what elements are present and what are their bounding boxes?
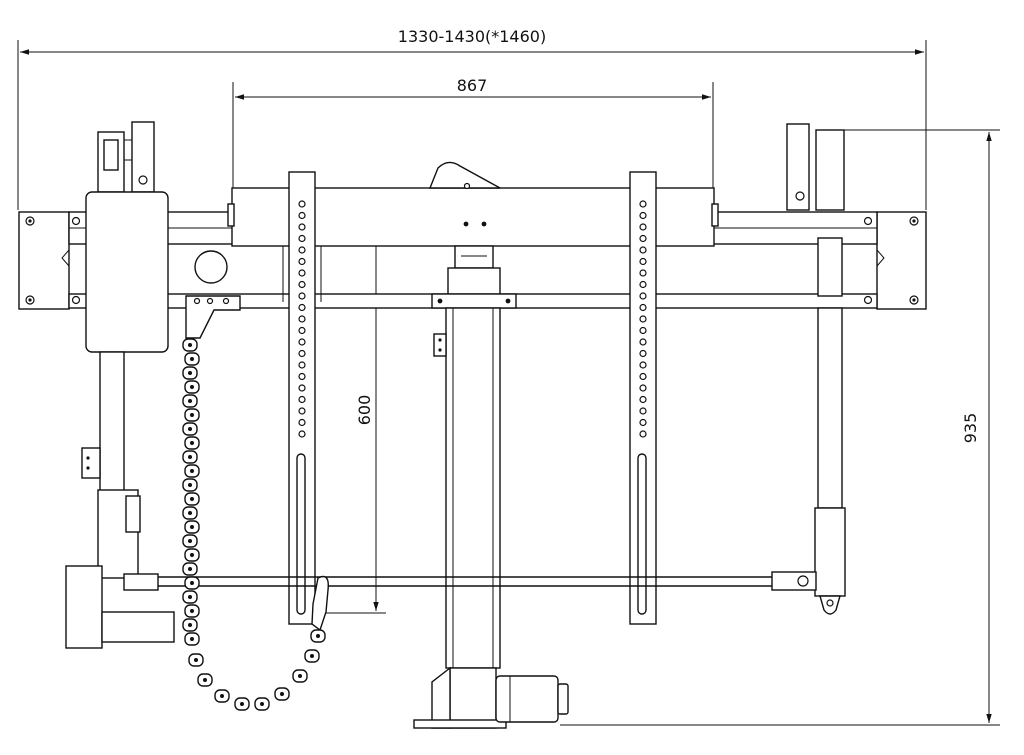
rail-hole [639, 372, 647, 381]
rail-hole [298, 430, 306, 438]
rail-hole [639, 303, 647, 312]
rail-hole [298, 211, 306, 220]
rail-hole [639, 384, 647, 392]
overall-height-label: 935 [961, 413, 980, 444]
overall-width-label: 1330-1430(*1460) [398, 27, 546, 46]
rail-hole [639, 257, 647, 266]
rail-hole [298, 326, 306, 335]
rail-hole [639, 292, 647, 300]
left-actuator-assembly [65, 121, 241, 649]
rail-hole [639, 211, 647, 220]
rail-hole [298, 361, 306, 369]
rail-hole [298, 234, 306, 243]
rail-hole [298, 384, 306, 392]
frame-assembly [18, 161, 927, 310]
rail-hole [298, 257, 306, 266]
rail-hole [298, 246, 306, 254]
rail-hole [298, 315, 306, 323]
rail-hole [298, 292, 306, 300]
rail-hook [311, 575, 329, 632]
rail-hole [298, 200, 306, 208]
dimension-overall-width: 1330-1430(*1460) [17, 27, 927, 210]
rail-hole [298, 418, 306, 427]
base-housing [431, 666, 451, 729]
right-end-plate [876, 211, 927, 310]
left-slide-rail [282, 171, 322, 625]
rail-hole [298, 223, 306, 231]
drive-motor [495, 675, 559, 723]
rail-hole [639, 407, 647, 415]
rail-hole [639, 349, 647, 358]
right-actuator-assembly [771, 123, 846, 615]
dimension-overall-height: 935 [560, 129, 1000, 726]
lift-column [445, 307, 501, 669]
cable-drag-chain [182, 338, 326, 711]
inner-width-label: 867 [457, 76, 488, 95]
rail-hole [639, 269, 647, 277]
rail-hole [298, 407, 306, 415]
rail-hole [639, 430, 647, 438]
control-box [85, 191, 169, 353]
rail-hole [639, 315, 647, 323]
beam-top-fitting [428, 161, 501, 189]
central-column [413, 245, 569, 729]
rail-hole [639, 234, 647, 243]
right-slide-rail [629, 171, 657, 625]
left-end-plate [18, 211, 70, 310]
rail-hole [639, 326, 647, 335]
dimension-inner-width: 867 [232, 76, 714, 188]
rail-hole [639, 223, 647, 231]
rail-hole [639, 418, 647, 427]
vertical-travel-label: 600 [355, 395, 374, 426]
rail-hole [298, 280, 306, 289]
rail-hole [639, 361, 647, 369]
column-base [449, 667, 497, 729]
rail-hole [298, 303, 306, 312]
rail-hole [639, 395, 647, 404]
column-mount-block [431, 293, 517, 309]
rail-hole [298, 269, 306, 277]
rail-hole [639, 246, 647, 254]
rail-hole [298, 349, 306, 358]
right-rail-hole-pattern [639, 200, 647, 438]
rail-hole [639, 338, 647, 346]
rail-hole [298, 395, 306, 404]
rail-hole [298, 372, 306, 381]
rail-hole [639, 280, 647, 289]
rail-hole [639, 200, 647, 208]
crossbar-port [194, 250, 228, 284]
rail-hole [298, 338, 306, 346]
left-rail-hole-pattern [298, 200, 306, 438]
